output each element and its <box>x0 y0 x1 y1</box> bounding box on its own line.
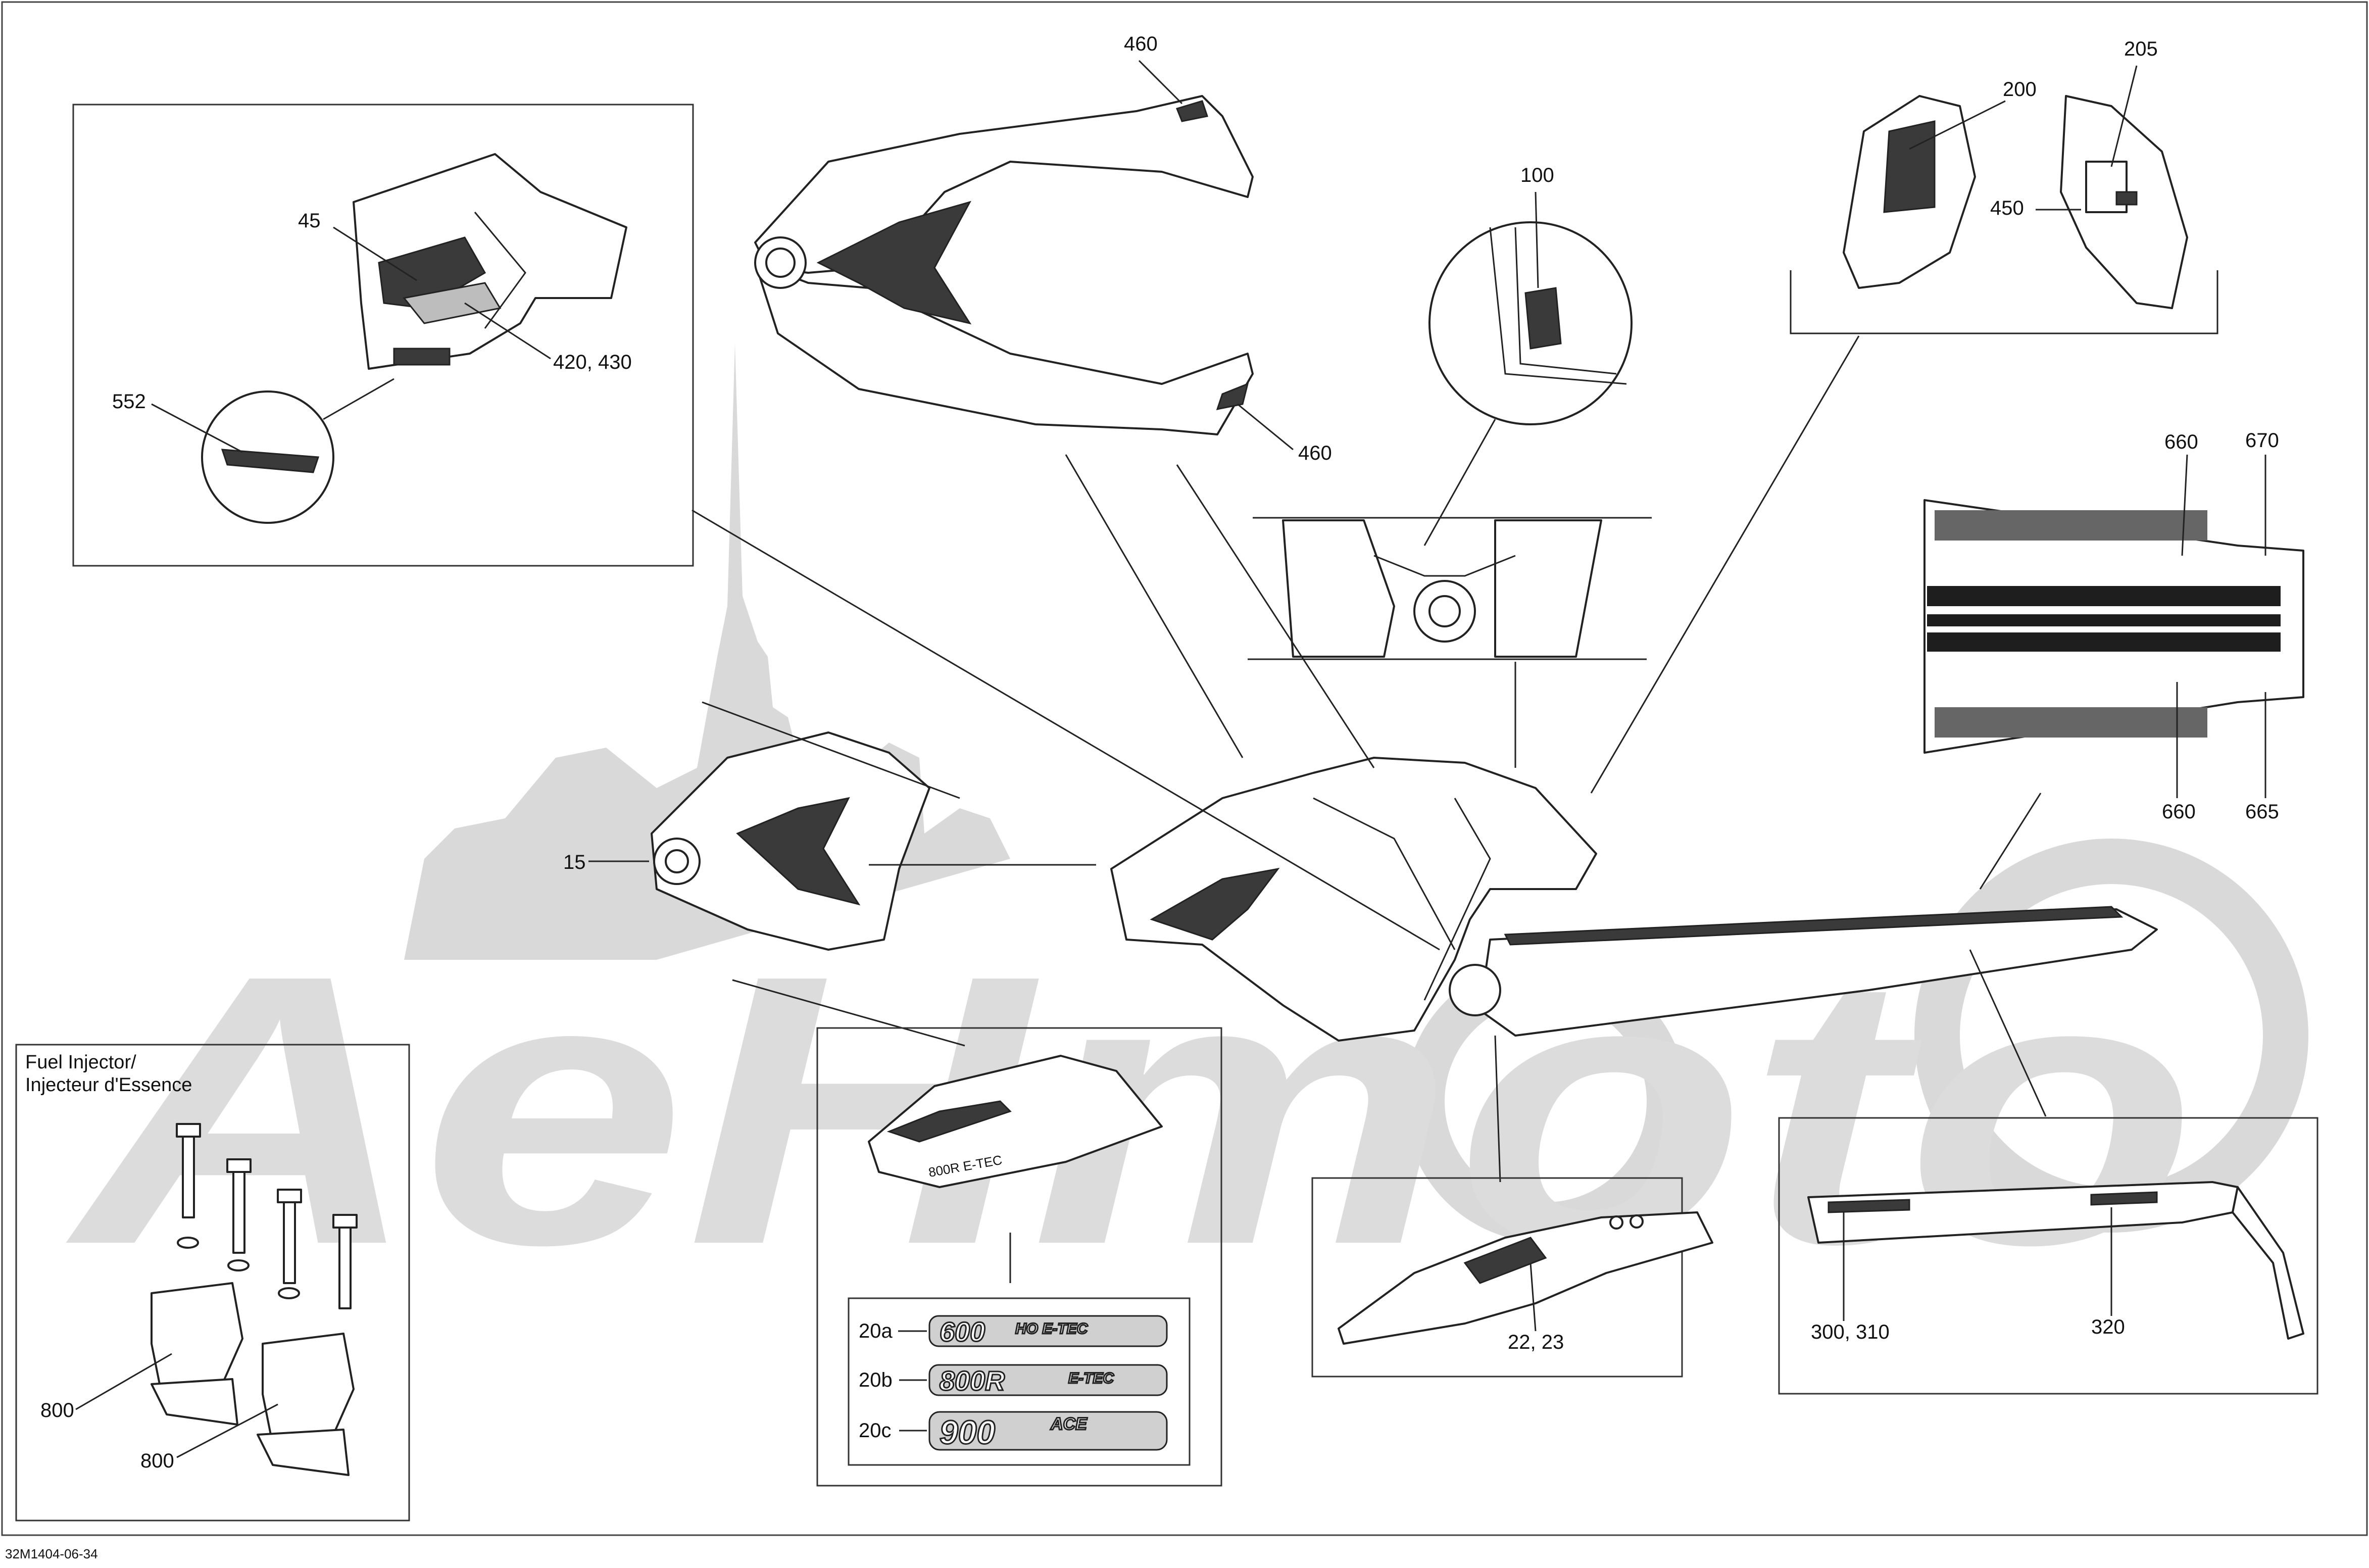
callout-665: 665 <box>2245 801 2279 823</box>
callout-20b: 20b <box>859 1369 893 1391</box>
drawing-border <box>1 1 2368 1536</box>
inset-hood-side: 45 420, 430 552 <box>72 104 694 567</box>
callout-45: 45 <box>298 210 321 232</box>
main-sled-assembly <box>692 454 2158 1183</box>
decal-20a-small: HO E-TEC <box>1015 1320 1089 1337</box>
dash-strip <box>1248 517 1652 768</box>
decal-20c-small: ACE <box>1050 1414 1088 1434</box>
callout-450: 450 <box>1990 197 2024 219</box>
side-panels: 200 205 450 <box>1590 38 2218 794</box>
callout-670: 670 <box>2245 429 2279 452</box>
inset-tunnel-side: 300, 310 320 <box>1778 1117 2318 1395</box>
decal-20b-big: 800R <box>940 1366 1005 1396</box>
detail-100: 100 <box>1423 164 1633 546</box>
callout-300-310: 300, 310 <box>1811 1321 1890 1343</box>
fuel-injector-title-2: Injecteur d'Essence <box>25 1074 192 1096</box>
callout-205: 205 <box>2124 38 2158 60</box>
inset-fuel-injector: Fuel Injector/ Injecteur d'Essence 800 8… <box>15 1044 410 1522</box>
decal-20b <box>928 1364 1168 1396</box>
callout-552: 552 <box>112 390 146 413</box>
hood-side-view: 15 <box>563 701 1096 1047</box>
callout-660-top: 660 <box>2164 431 2198 453</box>
callout-420-430: 420, 430 <box>553 351 632 373</box>
callout-100: 100 <box>1520 164 1554 186</box>
callout-15: 15 <box>563 851 586 873</box>
decal-20c <box>928 1411 1168 1451</box>
callout-800-a: 800 <box>40 1399 74 1422</box>
inset-decals: 800R E-TEC 20a 600 HO E-TEC 20b 800R E-T… <box>816 1027 1222 1487</box>
callout-460-top: 460 <box>1124 33 1158 55</box>
inset-side-panel: 22, 23 <box>1311 1177 1713 1378</box>
callout-320: 320 <box>2091 1316 2125 1338</box>
callout-20a: 20a <box>859 1320 893 1342</box>
hood-top-view: 460 460 <box>754 33 1332 464</box>
callout-460-bottom: 460 <box>1298 442 1332 464</box>
figure-code: 32M1404-06-34 <box>5 1546 98 1561</box>
callout-20c: 20c <box>859 1419 892 1442</box>
decal-20a <box>928 1315 1168 1347</box>
callout-800-b: 800 <box>140 1450 174 1472</box>
callout-200: 200 <box>2003 78 2037 101</box>
decal-20a-big: 600 <box>940 1317 985 1347</box>
callout-660-bottom: 660 <box>2162 801 2196 823</box>
tunnel-top-view: 660 670 660 665 <box>1923 429 2304 890</box>
callout-22-23: 22, 23 <box>1508 1331 1564 1353</box>
injector-bolts <box>176 1123 358 1309</box>
fuel-injector-title-1: Fuel Injector/ <box>25 1052 136 1073</box>
decal-20b-small: E-TEC <box>1068 1370 1114 1387</box>
decal-20c-big: 900 <box>940 1413 995 1451</box>
